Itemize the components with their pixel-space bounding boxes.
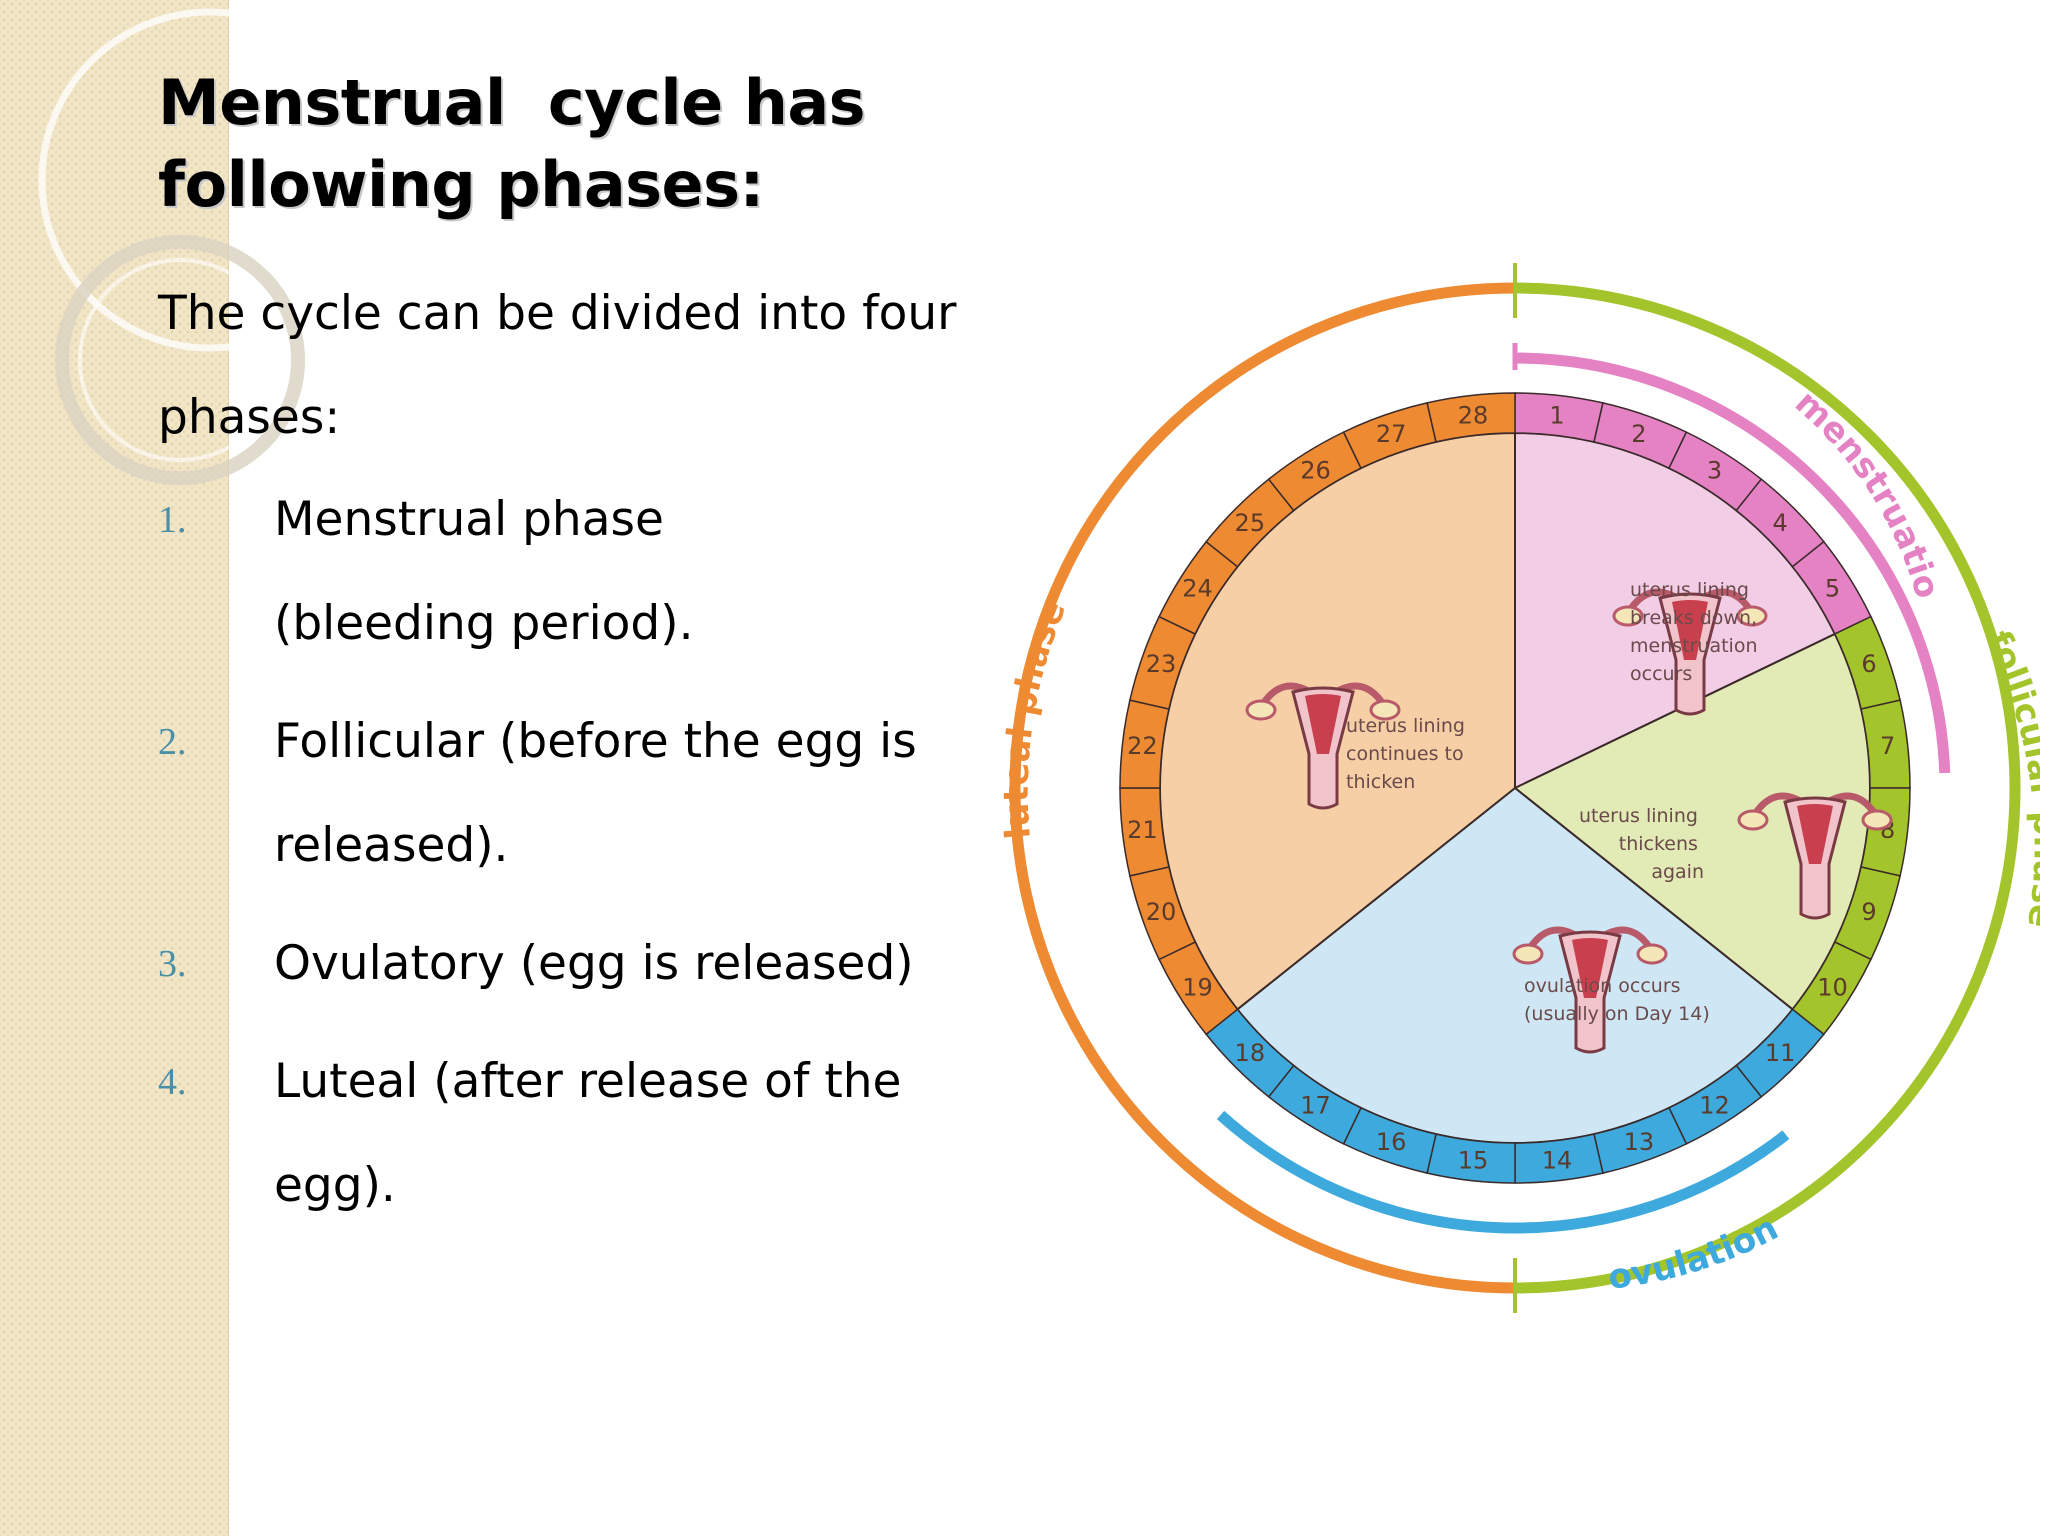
follicular-text-line: thickens — [1619, 833, 1698, 855]
day-number: 27 — [1376, 420, 1407, 448]
menstrual-text-line: menstruation — [1630, 635, 1757, 657]
luteal-outer-arc — [1009, 282, 1516, 1294]
day-number: 2 — [1631, 420, 1646, 448]
menstruation-bracket — [1514, 352, 1951, 774]
day-number: 4 — [1773, 509, 1788, 537]
day-number: 16 — [1376, 1128, 1407, 1156]
day-number: 20 — [1146, 898, 1177, 926]
day-number: 1 — [1549, 401, 1564, 429]
follicular-text-line: again — [1651, 861, 1704, 883]
luteal-phase-label-path: luteal phase — [997, 595, 1074, 841]
day-number: 15 — [1458, 1147, 1489, 1175]
follicular-text-line: uterus lining — [1579, 805, 1698, 827]
list-item: 3. Ovulatory (egg is released) — [158, 912, 1038, 1016]
list-number: 4. — [158, 1061, 187, 1103]
day-number: 22 — [1127, 732, 1158, 760]
ovulation-label-path: ovulation — [1606, 1208, 1785, 1298]
day-number: 28 — [1458, 401, 1489, 429]
follicular-sector-text: uterus lining thickens again — [1579, 805, 1704, 883]
intro-text: The cycle can be divided into four phase… — [158, 286, 957, 445]
uterus-icon — [1612, 588, 1768, 716]
ovulatory-text-line: (usually on Day 14) — [1524, 1003, 1710, 1025]
list-text: Luteal (after release of the egg). — [274, 1054, 902, 1213]
day-number: 5 — [1825, 574, 1840, 602]
follicular-outer-arc — [1514, 282, 2021, 1294]
luteal-phase-label: luteal phase — [997, 595, 1074, 841]
slide-title: Menstrual cycle has following phases: — [158, 62, 866, 226]
list-text: Ovulatory (egg is released) — [274, 936, 914, 991]
luteal-text-line: continues to — [1346, 743, 1464, 765]
day-number: 21 — [1127, 816, 1158, 844]
list-number: 3. — [158, 943, 187, 985]
phase-list: 1. Menstrual phase (bleeding period). 2.… — [158, 468, 1038, 1252]
day-number: 19 — [1182, 974, 1213, 1002]
luteal-sector-text: uterus lining continues to thicken — [1346, 715, 1471, 793]
slide-title-line-2: following phases: — [158, 148, 764, 221]
uterus-icon — [1245, 682, 1401, 810]
list-item: 4. Luteal (after release of the egg). — [158, 1030, 1038, 1238]
day-number: 23 — [1146, 650, 1177, 678]
day-number: 13 — [1624, 1128, 1655, 1156]
luteal-text-line: uterus lining — [1346, 715, 1465, 737]
day-number: 3 — [1707, 456, 1722, 484]
menstrual-sector-text: uterus lining breaks down, menstruation … — [1630, 579, 1764, 685]
ovulatory-text-line: ovulation occurs — [1524, 975, 1681, 997]
day-number: 24 — [1182, 574, 1213, 602]
menstrual-text-line: uterus lining — [1630, 579, 1749, 601]
cycle-wheel: 1234567891011121314151617181920212223242… — [980, 238, 2040, 1313]
list-item: 1. Menstrual phase (bleeding period). — [158, 468, 1038, 676]
ovulation-bracket — [1216, 1110, 1790, 1234]
luteal-text-line: thicken — [1346, 771, 1415, 793]
day-number: 10 — [1817, 974, 1848, 1002]
day-number: 6 — [1861, 650, 1876, 678]
list-number: 1. — [158, 499, 187, 541]
slide-title-line-1: Menstrual cycle has — [158, 66, 866, 139]
day-number: 9 — [1861, 898, 1876, 926]
list-item: 2. Follicular (before the egg is release… — [158, 690, 1038, 898]
uterus-icon — [1737, 792, 1893, 920]
day-number: 26 — [1300, 456, 1331, 484]
day-segment — [1426, 392, 1516, 443]
ovulation-label: ovulation — [1606, 1208, 1785, 1298]
menstrual-text-line: breaks down, — [1630, 607, 1757, 629]
day-number: 7 — [1880, 732, 1895, 760]
ovulatory-sector-text: ovulation occurs (usually on Day 14) — [1524, 975, 1710, 1025]
list-text: Menstrual phase (bleeding period). — [274, 492, 694, 651]
day-number: 18 — [1235, 1039, 1266, 1067]
list-number: 2. — [158, 721, 187, 763]
day-number: 17 — [1300, 1092, 1331, 1120]
menstrual-text-line: occurs — [1630, 663, 1692, 685]
day-number: 14 — [1542, 1147, 1573, 1175]
day-number: 25 — [1235, 509, 1266, 537]
day-number: 12 — [1699, 1092, 1730, 1120]
list-text: Follicular (before the egg is released). — [274, 714, 917, 873]
day-number: 11 — [1765, 1039, 1796, 1067]
uterus-icon — [1512, 926, 1668, 1054]
